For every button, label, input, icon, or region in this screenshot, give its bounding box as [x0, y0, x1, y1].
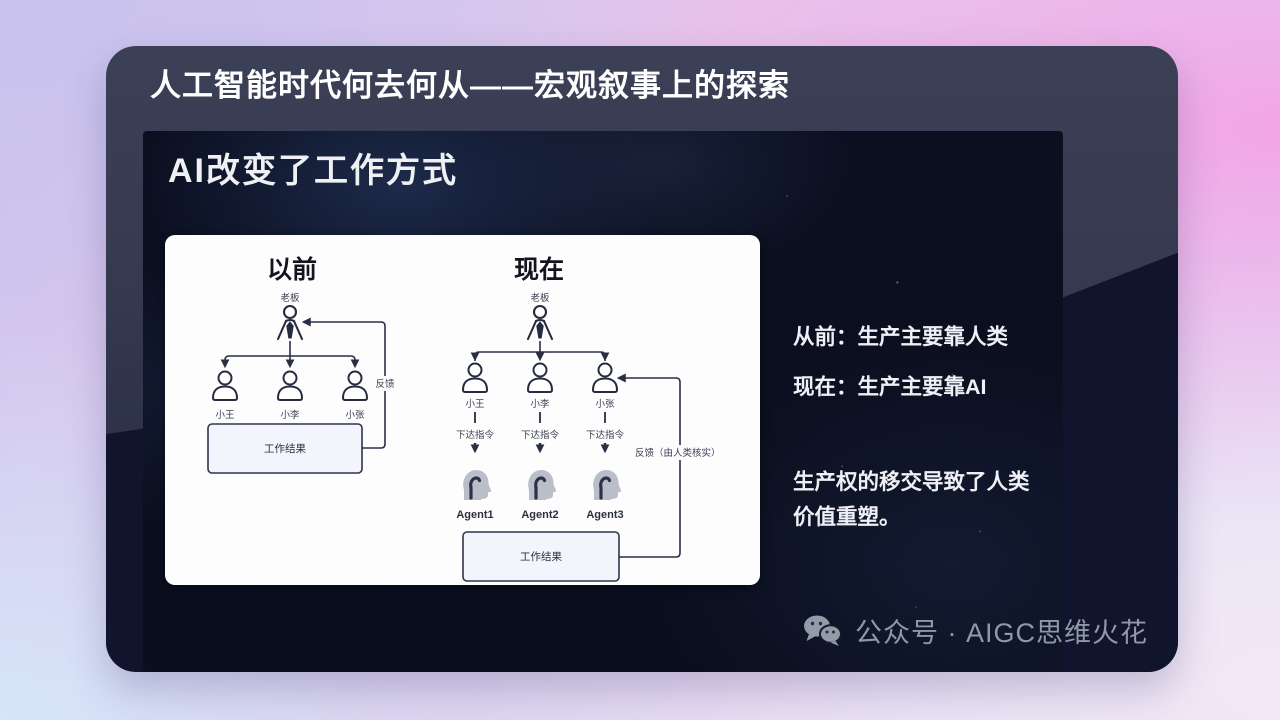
now-title: 现在: [514, 256, 564, 284]
before-title: 以前: [267, 255, 317, 284]
now-command-label: 下达指令: [586, 429, 625, 441]
now-command-label: 下达指令: [456, 429, 495, 441]
now-command-ticks: [474, 412, 606, 423]
agent-label: Agent3: [586, 509, 623, 521]
agent-head-icon: [463, 470, 492, 500]
worker-icons-before: [211, 370, 369, 401]
page-title: 人工智能时代何去何从——宏观叙事上的探索: [150, 68, 790, 103]
wechat-icon: [803, 615, 842, 646]
worker-icons-now: [461, 362, 619, 393]
now-feedback-label: 反馈（由人类核实）: [635, 447, 721, 459]
before-boss-label: 老板: [280, 292, 300, 304]
now-feedback-arrow: [616, 373, 681, 558]
agent-label: Agent1: [456, 509, 493, 521]
now-worker-label: 小李: [530, 398, 550, 410]
now-command-arrows: [470, 443, 610, 454]
now-command-label: 下达指令: [521, 429, 560, 441]
agent-label: Agent2: [521, 509, 558, 521]
now-boss-label: 老板: [530, 292, 550, 304]
now-worker-label: 小张: [595, 399, 615, 410]
note-before: 从前：生产主要靠人类: [793, 325, 1009, 349]
org-diagram-panel: 以前 老板: [165, 235, 760, 585]
now-feedback-label-bg: [632, 445, 722, 460]
agent-icons: [463, 470, 622, 500]
before-feedback-label: 反馈: [375, 378, 395, 390]
boss-icon-now: [526, 304, 554, 341]
watermark: 公众号 · AIGC思维火花: [803, 611, 1148, 650]
before-result-label: 工作结果: [264, 442, 306, 455]
org-diagram: 以前 老板: [207, 255, 722, 582]
now-branch-lines: [470, 341, 610, 362]
note-conclusion: 生产权的移交导致了人类价值重塑。: [793, 470, 1030, 529]
boss-icon-before: [276, 304, 304, 341]
before-worker-label: 小王: [215, 410, 235, 421]
agent-head-icon: [528, 470, 557, 500]
now-worker-label: 小王: [465, 399, 485, 410]
watermark-text: 公众号 · AIGC思维火花: [854, 618, 1148, 648]
now-result-label: 工作结果: [520, 550, 562, 563]
slide-notes: 从前：生产主要靠人类 现在：生产主要靠AI 生产权的移交导致了人类价值重塑。: [793, 320, 1053, 535]
before-feedback-label-bg: [371, 376, 399, 391]
slide-card: 人工智能时代何去何从——宏观叙事上的探索 AI改变了工作方式 以前 老板: [106, 46, 1178, 672]
before-worker-label: 小李: [280, 409, 300, 421]
before-branch-lines: [220, 341, 360, 369]
before-worker-label: 小张: [345, 410, 365, 421]
slide-image: AI改变了工作方式 以前 老板: [143, 131, 1063, 672]
agent-head-icon: [593, 470, 622, 500]
note-now: 现在：生产主要靠AI: [793, 375, 987, 399]
slide-heading: AI改变了工作方式: [168, 152, 458, 190]
